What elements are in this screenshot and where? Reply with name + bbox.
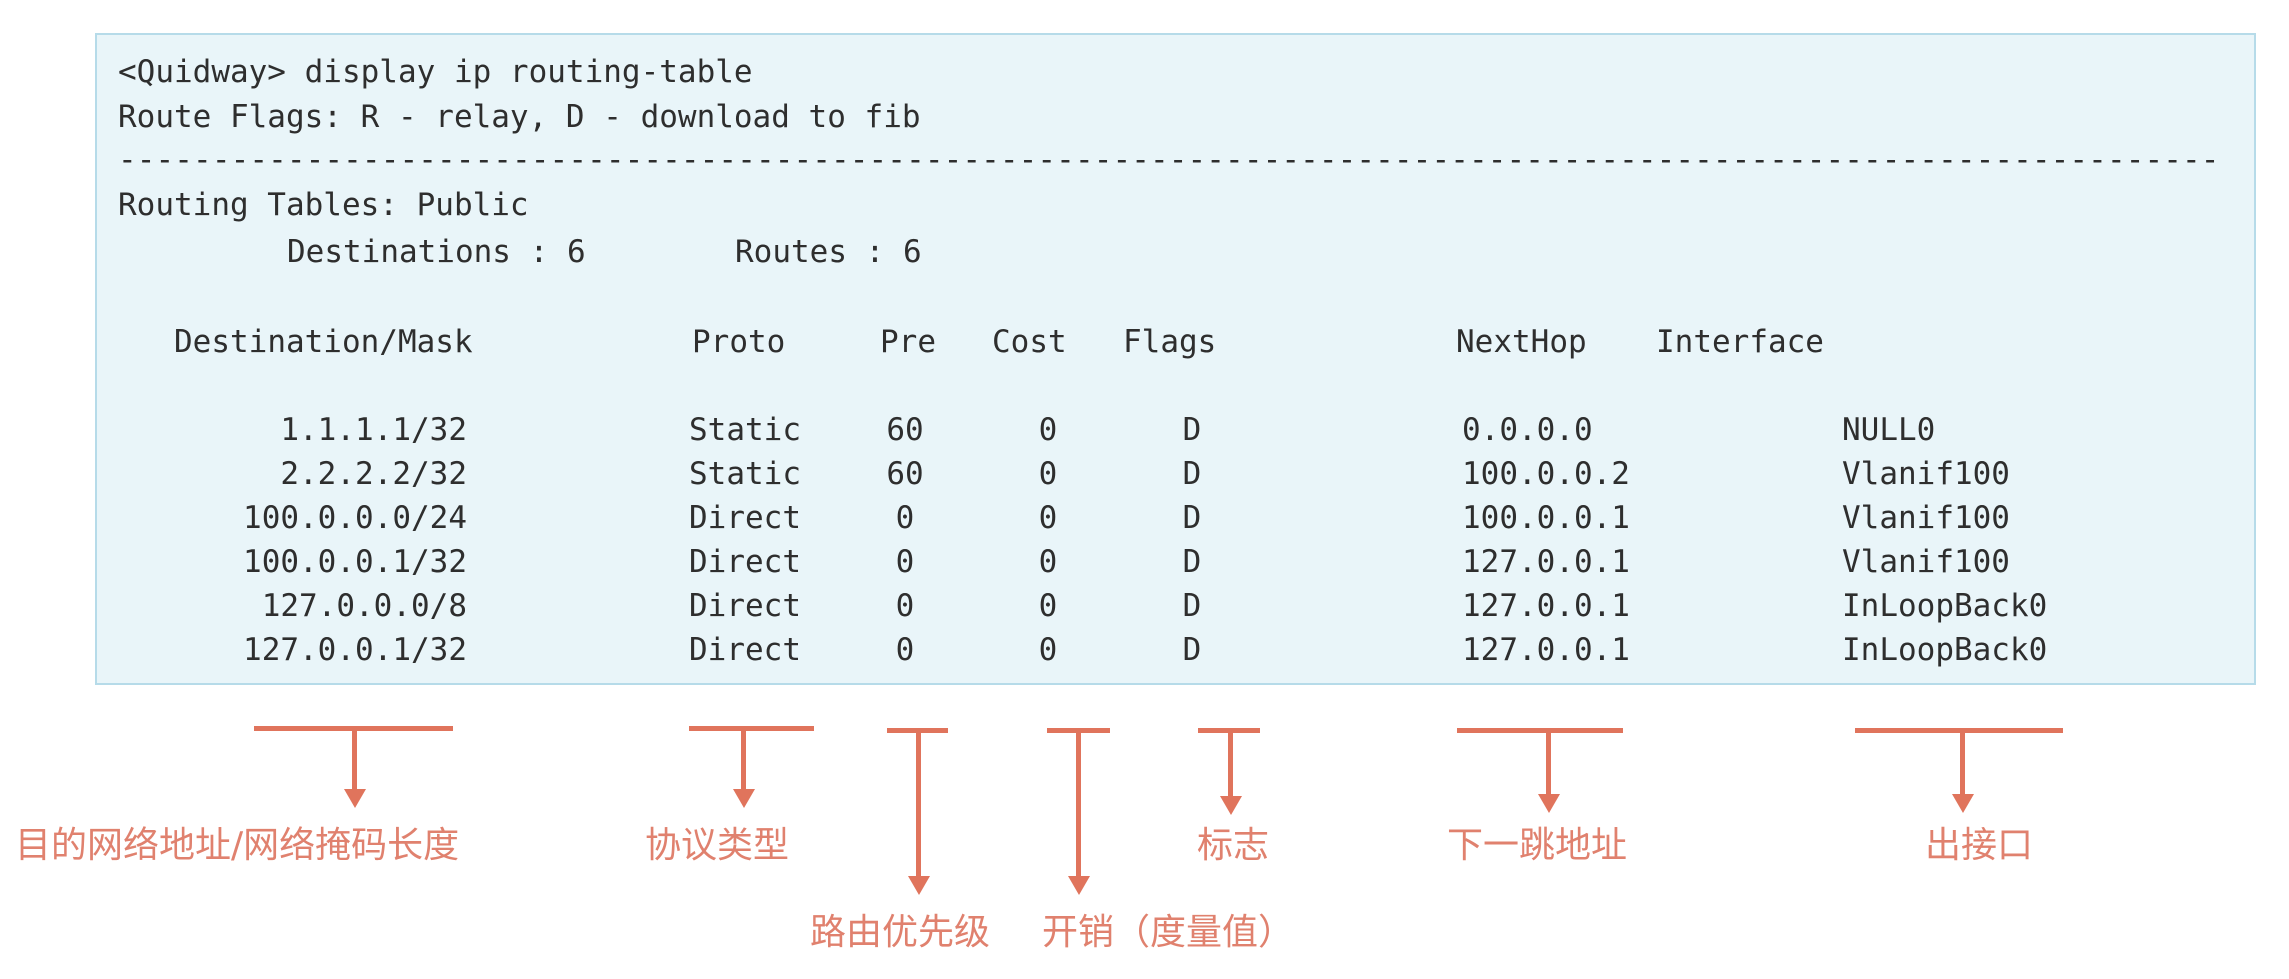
arrow-stem — [1960, 728, 1965, 795]
cell-destination: 100.0.0.0/24 — [243, 500, 467, 536]
arrow-bar — [1855, 728, 2063, 733]
arrow-stem — [1228, 728, 1233, 797]
cell-nexthop: 127.0.0.1 — [1462, 632, 1630, 668]
cell-interface: NULL0 — [1842, 412, 1936, 448]
cell-interface: InLoopBack0 — [1842, 588, 2048, 624]
annotation-label-proto: 协议类型 — [645, 825, 790, 866]
arrow-bar — [689, 726, 814, 731]
arrow-bar — [1198, 728, 1260, 733]
table-row: 127.0.0.1/32 Direct 0 0 D 127.0.0.1 InLo… — [97, 628, 2254, 672]
cell-proto: Static — [689, 456, 801, 492]
cell-destination: 127.0.0.0/8 — [261, 588, 467, 624]
cell-destination: 2.2.2.2/32 — [280, 456, 467, 492]
cell-cost: 0 — [1038, 500, 1058, 536]
arrow-stem — [741, 726, 746, 790]
table-row: 100.0.0.0/24 Direct 0 0 D 100.0.0.1 Vlan… — [97, 496, 2254, 540]
arrow-stem — [352, 726, 357, 790]
annotation-label-flags: 标志 — [1197, 825, 1270, 866]
cell-cost: 0 — [1038, 544, 1058, 580]
cell-destination: 1.1.1.1/32 — [280, 412, 467, 448]
table-row: 100.0.0.1/32 Direct 0 0 D 127.0.0.1 Vlan… — [97, 540, 2254, 584]
cell-nexthop: 127.0.0.1 — [1462, 544, 1630, 580]
cell-interface: InLoopBack0 — [1842, 632, 2048, 668]
annotation-label-cost: 开销（度量值） — [1042, 912, 1295, 953]
cell-flags: D — [1182, 632, 1202, 668]
route-flags-line: Route Flags: R - relay, D - download to … — [118, 99, 921, 135]
annotation-label-interface: 出接口 — [1925, 825, 2034, 866]
console-panel: <Quidway> display ip routing-table Route… — [95, 33, 2256, 685]
cell-flags: D — [1182, 456, 1202, 492]
table-row: 1.1.1.1/32 Static 60 0 D 0.0.0.0 NULL0 — [97, 408, 2254, 452]
cell-cost: 0 — [1038, 632, 1058, 668]
header-proto: Proto — [692, 324, 786, 360]
routing-tables-line: Routing Tables: Public — [118, 187, 529, 223]
annotation-label-nexthop: 下一跳地址 — [1447, 825, 1628, 866]
cell-proto: Direct — [689, 544, 801, 580]
cell-proto: Direct — [689, 632, 801, 668]
down-arrow-icon — [733, 789, 755, 808]
down-arrow-icon — [1952, 794, 1974, 813]
cell-nexthop: 100.0.0.1 — [1462, 500, 1630, 536]
summary-routes: Routes : 6 — [735, 234, 922, 270]
cell-interface: Vlanif100 — [1842, 456, 2010, 492]
cell-cost: 0 — [1038, 588, 1058, 624]
arrow-stem — [916, 728, 921, 877]
arrow-bar — [1457, 728, 1623, 733]
cell-cost: 0 — [1038, 412, 1058, 448]
header-cost: Cost — [992, 324, 1067, 360]
summary-destinations: Destinations : 6 — [287, 234, 586, 270]
cell-nexthop: 0.0.0.0 — [1462, 412, 1593, 448]
header-nexthop: NextHop — [1456, 324, 1587, 360]
header-destination-mask: Destination/Mask — [174, 324, 473, 360]
cell-destination: 100.0.0.1/32 — [243, 544, 467, 580]
cell-pre: 0 — [895, 544, 915, 580]
down-arrow-icon — [1220, 796, 1242, 815]
cell-pre: 0 — [895, 588, 915, 624]
cell-flags: D — [1182, 500, 1202, 536]
down-arrow-icon — [908, 876, 930, 895]
cell-flags: D — [1182, 588, 1202, 624]
arrow-bar — [887, 728, 948, 733]
table-row: 2.2.2.2/32 Static 60 0 D 100.0.0.2 Vlani… — [97, 452, 2254, 496]
cell-nexthop: 127.0.0.1 — [1462, 588, 1630, 624]
header-pre: Pre — [880, 324, 936, 360]
cell-proto: Direct — [689, 500, 801, 536]
separator-line: ----------------------------------------… — [118, 142, 2220, 178]
cell-flags: D — [1182, 544, 1202, 580]
cell-pre: 60 — [886, 412, 924, 448]
cell-nexthop: 100.0.0.2 — [1462, 456, 1630, 492]
cell-pre: 0 — [895, 500, 915, 536]
down-arrow-icon — [344, 789, 366, 808]
cell-cost: 0 — [1038, 456, 1058, 492]
annotation-label-destination: 目的网络地址/网络掩码长度 — [15, 825, 460, 866]
arrow-stem — [1076, 728, 1081, 877]
arrow-stem — [1546, 728, 1551, 795]
annotation-label-pre: 路由优先级 — [810, 912, 991, 953]
cell-pre: 60 — [886, 456, 924, 492]
cell-interface: Vlanif100 — [1842, 500, 2010, 536]
cell-proto: Direct — [689, 588, 801, 624]
command-line: <Quidway> display ip routing-table — [118, 54, 753, 90]
header-interface: Interface — [1656, 324, 1824, 360]
cell-proto: Static — [689, 412, 801, 448]
header-flags: Flags — [1123, 324, 1217, 360]
down-arrow-icon — [1068, 876, 1090, 895]
cell-destination: 127.0.0.1/32 — [243, 632, 467, 668]
table-row: 127.0.0.0/8 Direct 0 0 D 127.0.0.1 InLoo… — [97, 584, 2254, 628]
table-header-row: Destination/Mask Proto Pre Cost Flags Ne… — [97, 320, 2254, 364]
arrow-bar — [1047, 728, 1110, 733]
cell-interface: Vlanif100 — [1842, 544, 2010, 580]
arrow-bar — [254, 726, 453, 731]
cell-flags: D — [1182, 412, 1202, 448]
down-arrow-icon — [1538, 794, 1560, 813]
cell-pre: 0 — [895, 632, 915, 668]
